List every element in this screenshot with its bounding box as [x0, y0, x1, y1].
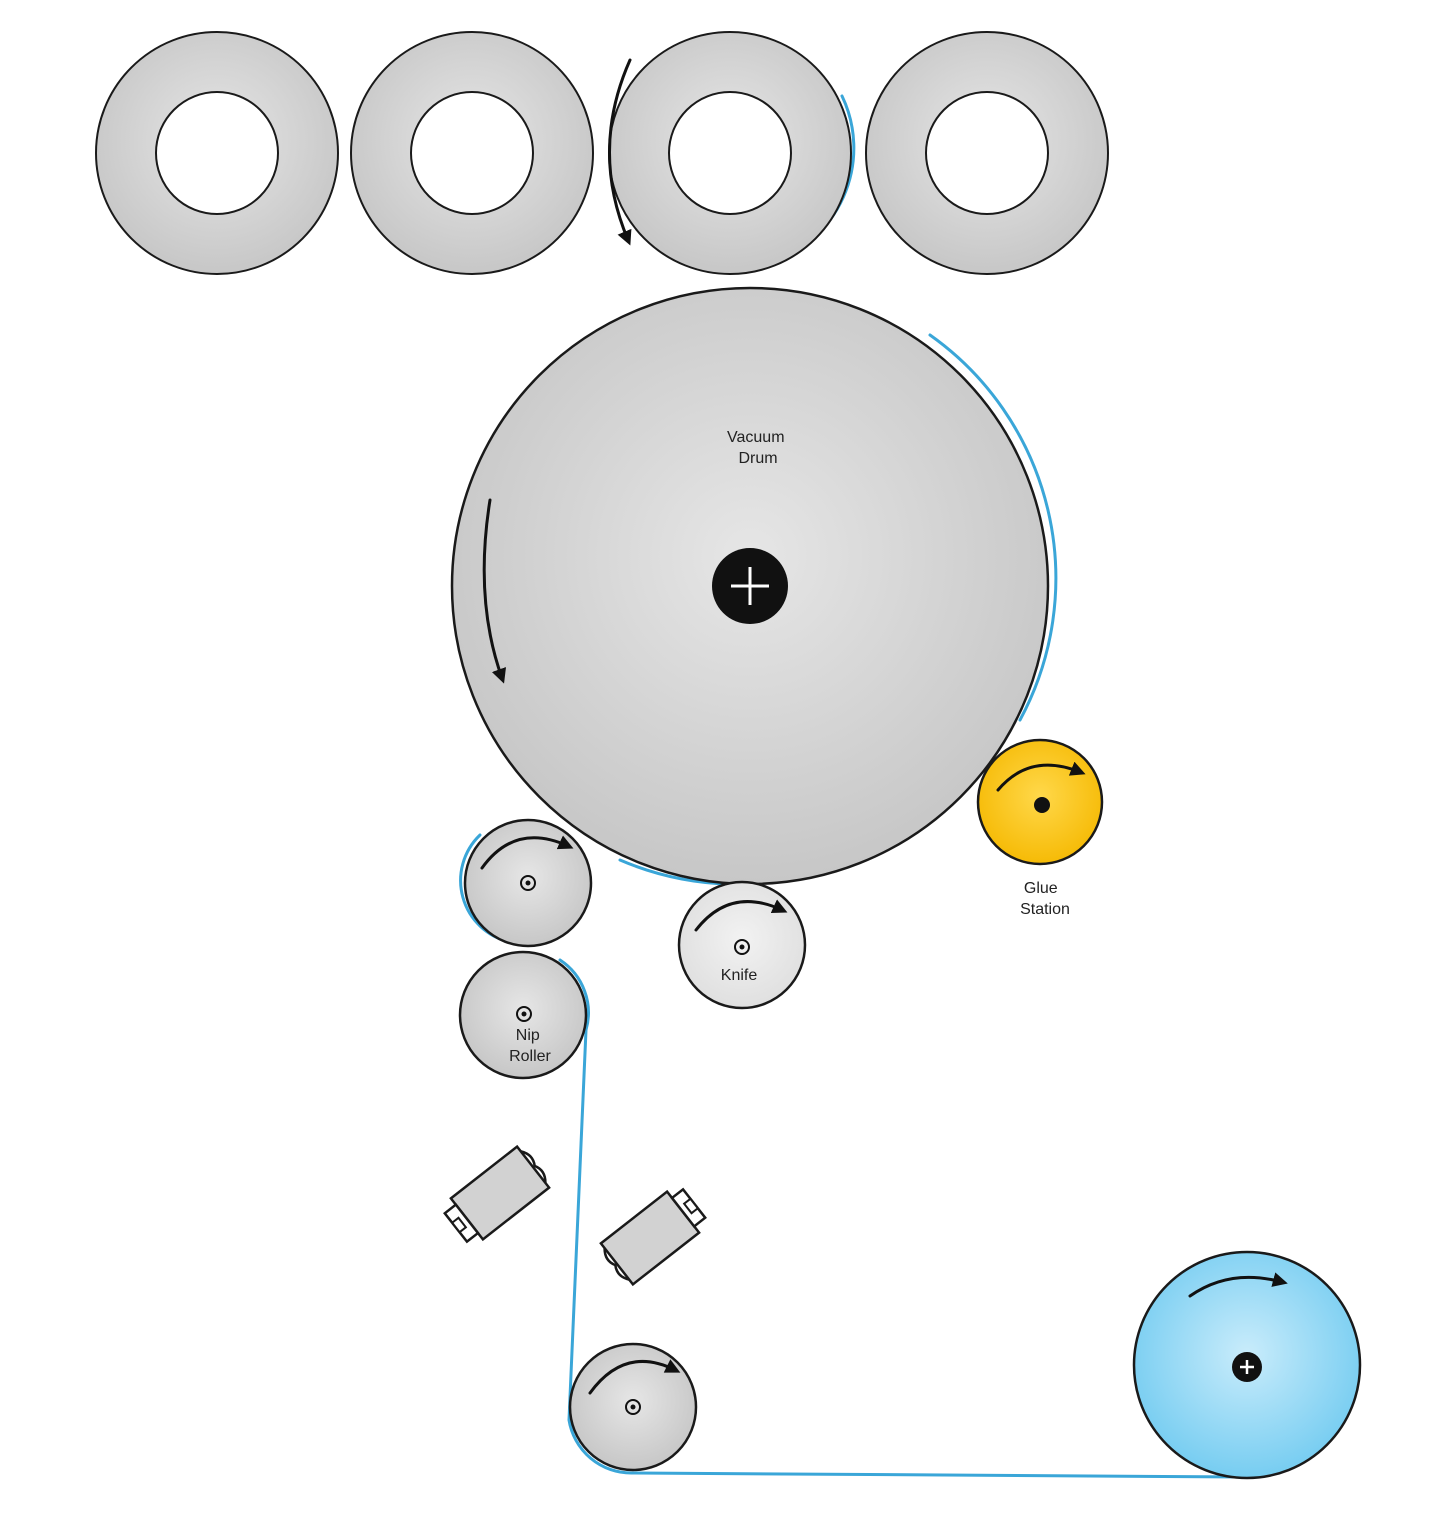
- rotation-arrow-icon: [482, 498, 507, 684]
- parent-reel: [1132, 1250, 1362, 1480]
- guide-block-right: [599, 1187, 707, 1287]
- core-ring-3: [608, 31, 852, 275]
- core-ring-1: [95, 31, 339, 275]
- vacuum-drum-label-line1: Vacuum: [727, 429, 785, 446]
- axle-dot-icon-center: [739, 944, 745, 950]
- knife-label-line1: Knife: [721, 967, 758, 984]
- rotation-arrow-icon: [588, 1359, 681, 1395]
- axle-dot-icon: [1034, 797, 1050, 813]
- rotation-arrow-icon: [694, 899, 788, 932]
- vacuum-drum-label: Vacuum Drum: [727, 429, 789, 467]
- axle-dot-icon: [520, 875, 536, 891]
- vacuum-drum: Vacuum Drum: [450, 286, 1050, 886]
- lower-idler-roller: [568, 1342, 698, 1472]
- glue-station-label-line2: Station: [1020, 901, 1070, 918]
- axle-dot-icon: [516, 1006, 532, 1022]
- paper-web-nip-segment: [558, 958, 1247, 1479]
- glue-station-label: Glue Station: [1020, 880, 1070, 918]
- rotation-arrow-icon: [1188, 1272, 1288, 1298]
- glue-station-label-line1: Glue: [1024, 880, 1058, 897]
- guide-block-left: [443, 1144, 551, 1244]
- nip-roller-label-line1: Nip: [516, 1027, 540, 1044]
- knife-label: Knife: [721, 967, 758, 984]
- axle-dot-icon-center: [525, 880, 531, 886]
- axle-dot-icon: [734, 939, 750, 955]
- glue-station: Glue Station: [976, 738, 1104, 918]
- paper-web-drum-right-segment: [928, 333, 1058, 722]
- axle-dot-icon: [625, 1399, 641, 1415]
- nip-roller: Nip Roller: [458, 950, 588, 1080]
- nip-roller-label: Nip Roller: [509, 1027, 551, 1065]
- rotation-arrow-icon: [480, 835, 574, 870]
- core-ring-2: [350, 31, 594, 275]
- rotation-arrow-icon: [608, 58, 632, 246]
- nip-roller-label-line2: Roller: [509, 1048, 551, 1065]
- vacuum-drum-label-line2: Drum: [738, 450, 777, 467]
- axle-dot-icon-center: [521, 1011, 527, 1017]
- transfer-roller: [463, 818, 593, 948]
- knife-roller: Knife: [677, 880, 807, 1010]
- axle-dot-icon-center: [630, 1404, 636, 1410]
- core-ring-4: [865, 31, 1109, 275]
- rotation-arrow-icon: [996, 761, 1086, 792]
